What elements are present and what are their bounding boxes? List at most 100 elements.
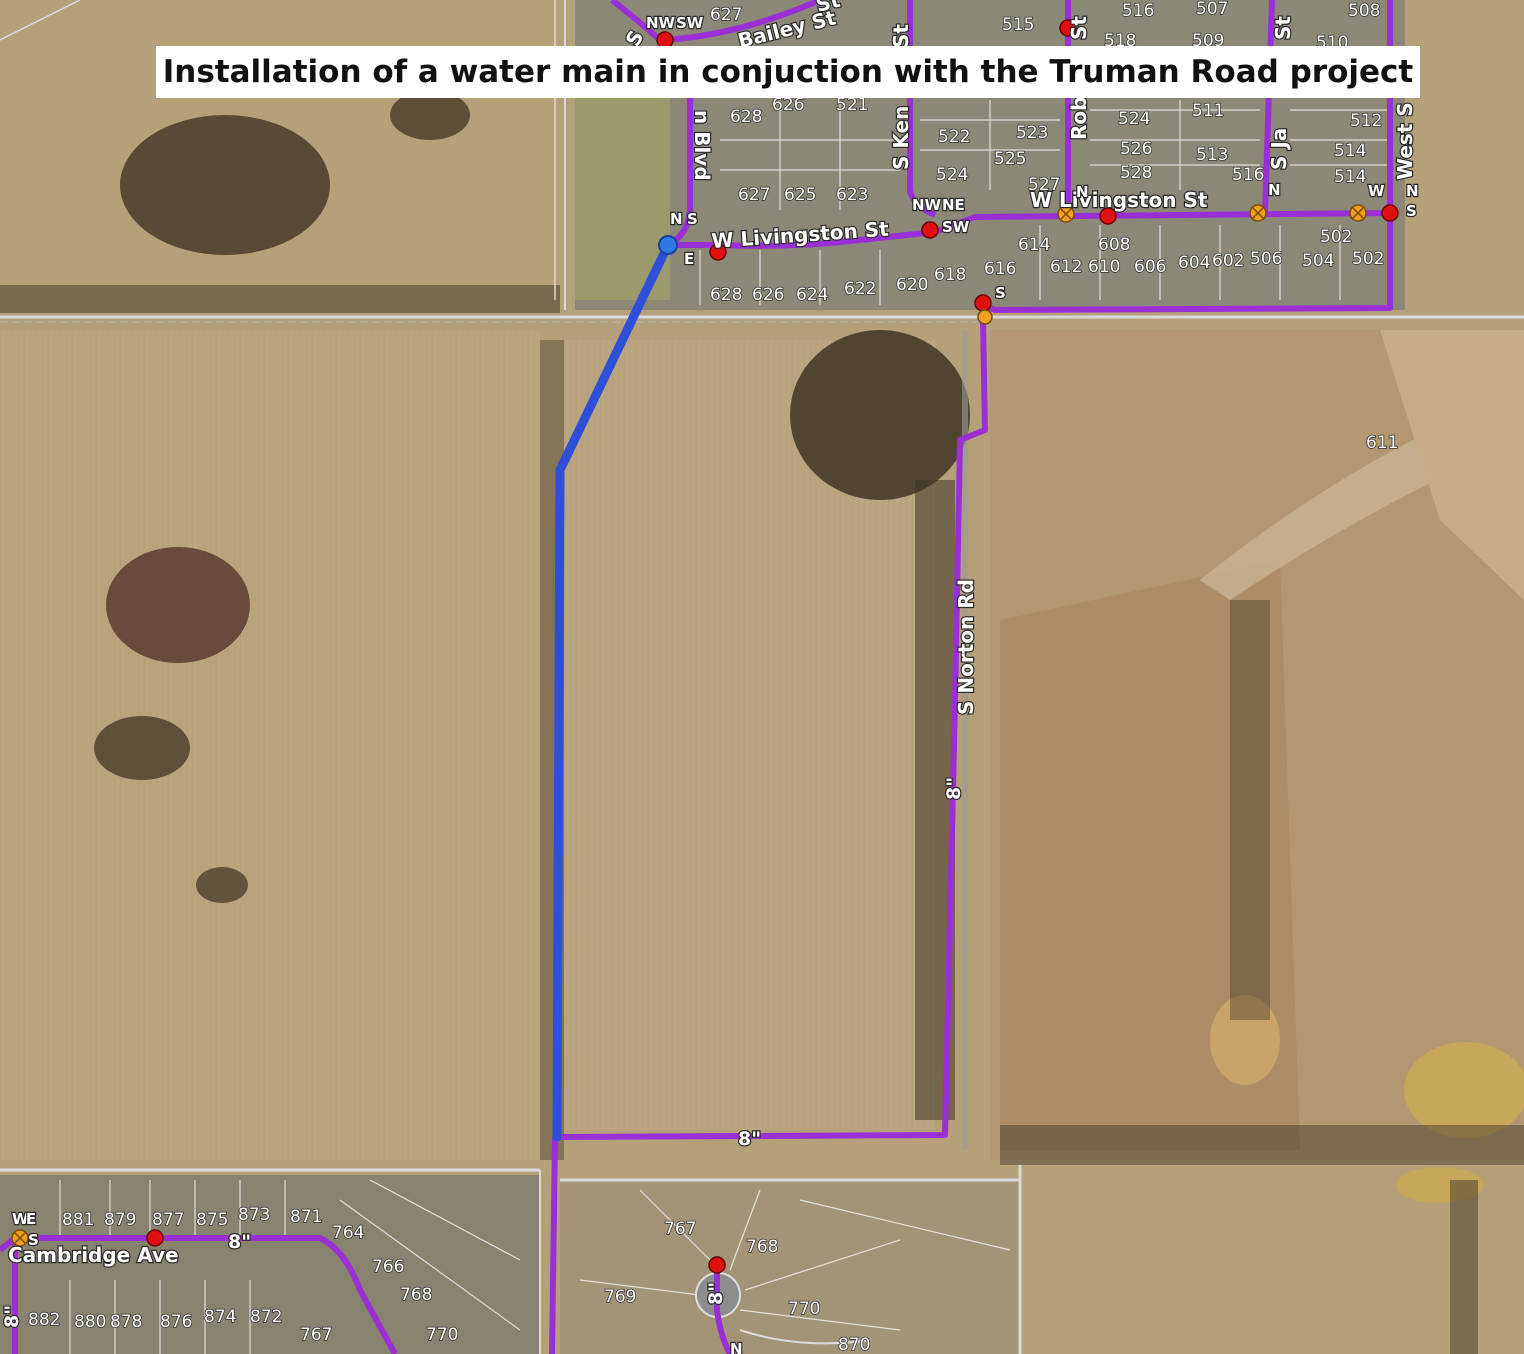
parcel-number: 770 bbox=[788, 1299, 820, 1319]
parcel-number: 878 bbox=[110, 1312, 142, 1332]
valve-icon[interactable] bbox=[977, 309, 993, 325]
parcel-number: 513 bbox=[1196, 145, 1228, 165]
street-label-st-a: St bbox=[1067, 16, 1091, 40]
parcel-number: 876 bbox=[160, 1312, 192, 1332]
field-west-texture bbox=[0, 330, 540, 1160]
parcel-number: 877 bbox=[152, 1210, 184, 1230]
hydrant-icon[interactable] bbox=[974, 294, 992, 312]
node-label: S bbox=[687, 210, 698, 228]
parcel-number: 627 bbox=[738, 185, 770, 205]
node-label: E bbox=[684, 250, 694, 268]
hydrant-icon[interactable] bbox=[1381, 204, 1399, 222]
parcel-number: 870 bbox=[838, 1335, 870, 1354]
existing-main-bailey bbox=[664, 0, 822, 43]
parcel-number: 506 bbox=[1250, 249, 1282, 269]
hydrant-icon[interactable] bbox=[1059, 19, 1077, 37]
hydrant-icon[interactable] bbox=[921, 221, 939, 239]
parcel-number: 768 bbox=[746, 1237, 778, 1257]
parcel-number: 622 bbox=[844, 279, 876, 299]
parcel-number: 514 bbox=[1334, 167, 1366, 187]
parcel-number: 512 bbox=[1350, 111, 1382, 131]
parcel-line bbox=[0, 0, 81, 41]
parcel-number: 528 bbox=[1120, 163, 1152, 183]
parcel-number: 608 bbox=[1098, 235, 1130, 255]
tree-cluster bbox=[196, 867, 248, 903]
plowed-field bbox=[1000, 560, 1300, 1150]
street-label-rob: Rob bbox=[1067, 97, 1091, 140]
parcel-grid-south bbox=[59, 1179, 1011, 1354]
parcel-number: 508 bbox=[1348, 1, 1380, 21]
parcel-number: 525 bbox=[994, 149, 1026, 169]
street-label-cambridge-ave: Cambridge Ave bbox=[8, 1243, 179, 1267]
parcel-number: 516 bbox=[1232, 165, 1264, 185]
parcel-number: 871 bbox=[290, 1207, 322, 1227]
existing-main-south bbox=[549, 1136, 558, 1354]
hydrant-icon[interactable] bbox=[709, 243, 727, 261]
construction-area bbox=[1380, 330, 1524, 600]
hydrant-icon[interactable] bbox=[708, 1256, 726, 1274]
parcel-number: 620 bbox=[896, 275, 928, 295]
existing-main-norton bbox=[554, 305, 988, 1140]
street-label-s-ken: S Ken bbox=[889, 106, 913, 170]
parcel-number: 616 bbox=[984, 259, 1016, 279]
valve-icon[interactable] bbox=[11, 1229, 29, 1247]
parcel-number: 764 bbox=[332, 1223, 364, 1243]
node-label: N bbox=[1268, 181, 1281, 199]
parcel-number: 881 bbox=[62, 1210, 94, 1230]
parcel-number: 882 bbox=[28, 1310, 60, 1330]
existing-main-s-ja bbox=[1262, 0, 1275, 214]
parcel-number: 502 bbox=[1352, 249, 1384, 269]
hydrant-icon[interactable] bbox=[1099, 207, 1117, 225]
parcel-number: 767 bbox=[664, 1219, 696, 1239]
parcel-number: 526 bbox=[1120, 139, 1152, 159]
street-label-blvd: n Blvd bbox=[690, 110, 714, 181]
parcel-number: 507 bbox=[1196, 0, 1228, 19]
tree-cluster bbox=[120, 115, 330, 255]
connection-point-icon[interactable] bbox=[658, 235, 678, 255]
node-labels: NW SW N S E NW NE SW S N N W N S W E S N bbox=[11, 13, 1420, 1354]
parcel-number: 624 bbox=[796, 285, 828, 305]
parcel-number: 614 bbox=[1018, 235, 1050, 255]
parcel-number: 521 bbox=[836, 95, 868, 115]
parcel-number: 618 bbox=[934, 265, 966, 285]
green-lot bbox=[575, 80, 670, 300]
parcel-number: 879 bbox=[104, 1210, 136, 1230]
hydrant-icon[interactable] bbox=[146, 1229, 164, 1247]
proposed-water-main[interactable] bbox=[552, 240, 673, 1142]
node-label: W bbox=[1368, 182, 1385, 200]
parcel-number: 880 bbox=[74, 1312, 106, 1332]
pond-east bbox=[1404, 1042, 1524, 1138]
parcel-number: 872 bbox=[250, 1307, 282, 1327]
valve-icon[interactable] bbox=[1249, 204, 1267, 222]
parcel-number: 767 bbox=[300, 1325, 332, 1345]
parcel-number: 516 bbox=[1122, 1, 1154, 21]
pipe-label-west-edge: 8" bbox=[1, 1305, 23, 1328]
pipe-label-cambridge: 8" bbox=[228, 1231, 251, 1253]
tree-line bbox=[0, 285, 560, 313]
street-label-s-ken-suffix: St bbox=[889, 24, 913, 48]
parcel-number: 875 bbox=[196, 1210, 228, 1230]
parcel-number: 511 bbox=[1192, 101, 1224, 121]
existing-main-cul-de-sac bbox=[714, 1265, 733, 1354]
valve-icon[interactable] bbox=[1057, 205, 1075, 223]
parcel-number: 504 bbox=[1302, 251, 1334, 271]
parcel-number: 604 bbox=[1178, 253, 1210, 273]
tree-line bbox=[1230, 600, 1270, 1020]
node-label: S bbox=[28, 1231, 39, 1249]
pipe-label-cul-de-sac: 8" bbox=[705, 1282, 727, 1305]
valve-icon[interactable] bbox=[1349, 204, 1367, 222]
parcel-number: 628 bbox=[730, 107, 762, 127]
node-label: NW bbox=[646, 14, 676, 32]
node-label: S bbox=[995, 284, 1006, 302]
parcel-number: 626 bbox=[772, 95, 804, 115]
parcel-number: 612 bbox=[1050, 257, 1082, 277]
parcel-grid-north bbox=[699, 84, 1390, 305]
tree-cluster bbox=[790, 330, 970, 500]
parcel-number: 522 bbox=[938, 127, 970, 147]
hydrants bbox=[146, 19, 1399, 1274]
parcel-number: 769 bbox=[604, 1287, 636, 1307]
parcel-labels: 627 515 516 507 508 510 518 509 626 521 … bbox=[27, 0, 1399, 1354]
pipe-label-norton: 8" bbox=[943, 777, 965, 800]
